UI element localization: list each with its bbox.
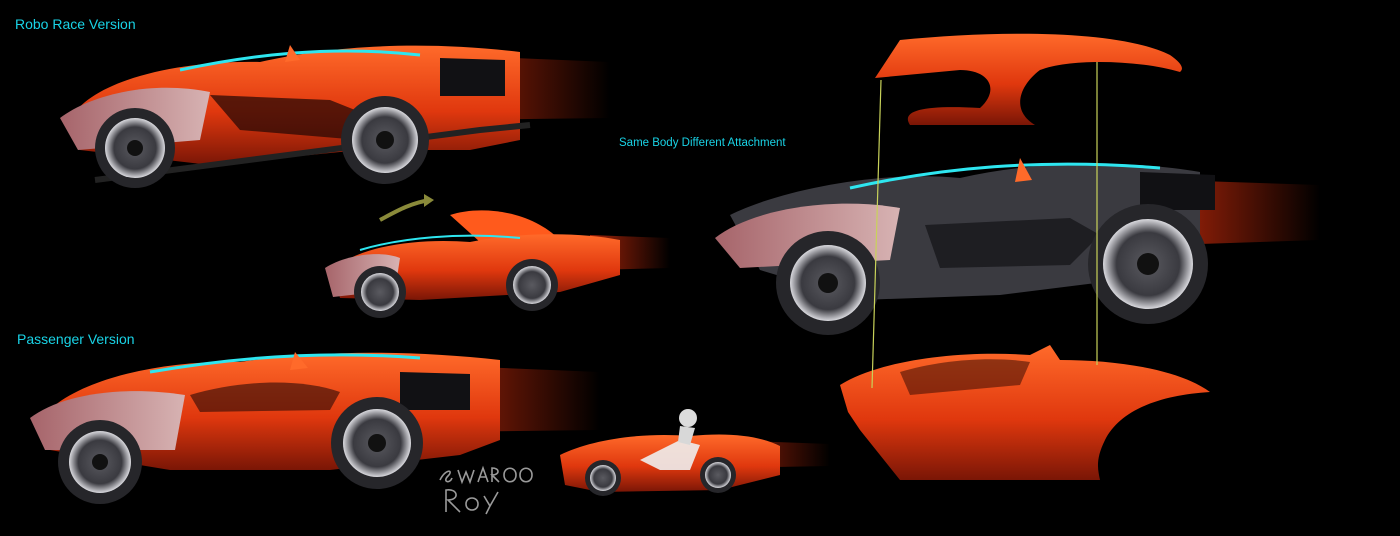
robo-race-car (60, 45, 610, 188)
base-car-chassis (715, 158, 1320, 335)
guide-line-left (871, 79, 882, 389)
small-transform-car (325, 194, 670, 318)
artist-signature (439, 465, 533, 515)
same-body-different-attachment-label: Same Body Different Attachment (619, 137, 786, 149)
robo-race-version-label: Robo Race Version (15, 16, 136, 32)
arrow-icon (424, 194, 434, 207)
bottom-body-attachment (840, 345, 1210, 480)
passenger-car (30, 352, 600, 504)
top-body-attachment (875, 33, 1182, 125)
small-robot-driver-car (560, 409, 830, 496)
passenger-version-label: Passenger Version (17, 331, 135, 347)
